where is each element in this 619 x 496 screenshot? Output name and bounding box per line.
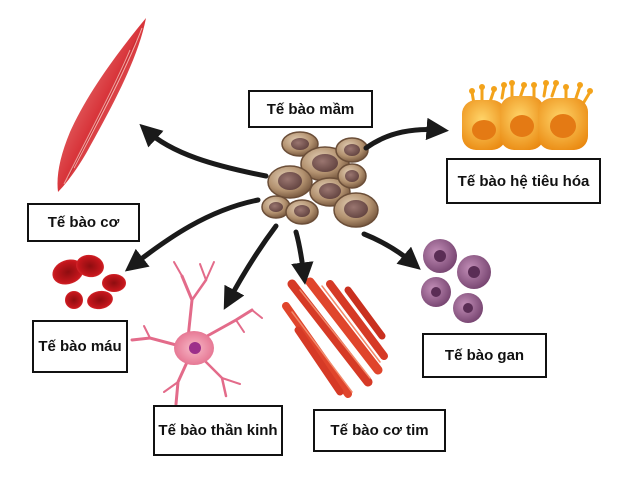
digestive-cell-illustration [462,80,593,150]
cardiac-cell-illustration [282,277,388,398]
muscle-cell-illustration [57,18,146,192]
arrow-to-liver [361,231,421,270]
label-liver-cell: Tế bào gan [422,333,547,378]
arrow-to-neuron [223,223,279,310]
neuron-illustration [130,261,263,406]
label-cardiac-cell: Tế bào cơ tim [313,409,446,452]
arrows [124,117,449,310]
label-digestive-cell: Tế bào hệ tiêu hóa [446,158,601,204]
label-muscle-cell: Tế bào cơ [27,203,140,242]
stem-cell-cluster-illustration [261,131,379,228]
label-blood-cell: Tế bào máu [32,320,128,373]
arrow-to-blood [124,197,261,272]
arrow-to-cardiac [291,229,314,285]
label-neuron-cell: Tế bào thần kinh [153,405,283,456]
blood-cell-illustration [52,254,126,310]
arrow-to-digestive [363,117,449,151]
label-stem-cell: Tế bào mầm [248,90,373,128]
liver-cell-illustration [421,239,491,323]
arrow-to-muscle [139,123,269,179]
